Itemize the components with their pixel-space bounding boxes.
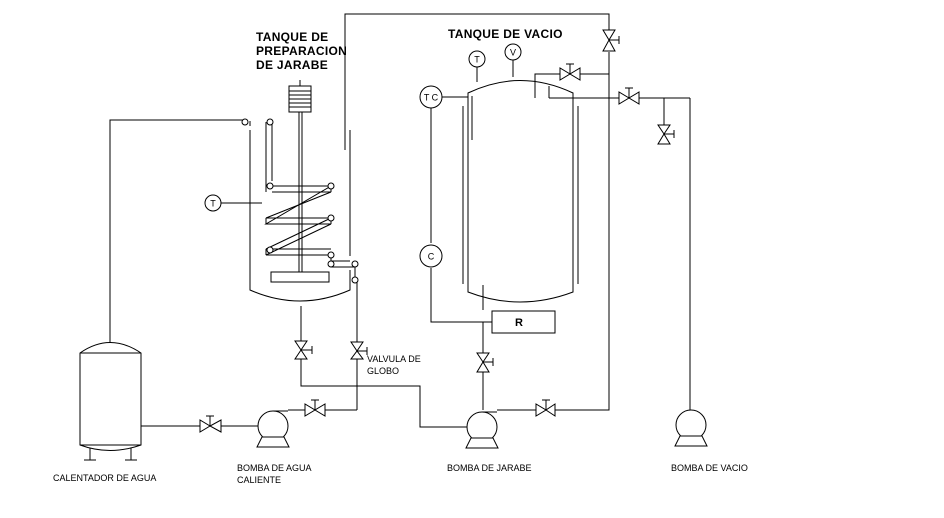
vacuum-tank-label: TANQUE DE VACIO bbox=[448, 27, 563, 41]
valve-vacuum-inlet bbox=[559, 63, 581, 81]
svg-text:R: R bbox=[515, 317, 523, 329]
agitator-impeller bbox=[270, 271, 330, 283]
syrup-pump bbox=[465, 411, 499, 449]
valve-prep-outlet bbox=[294, 340, 313, 360]
valve-vacuum-line bbox=[618, 87, 640, 105]
vacuum-gauge: V bbox=[504, 43, 522, 61]
valve-heater-outlet bbox=[199, 415, 222, 433]
temp-indicator-vacuum: T bbox=[468, 50, 486, 68]
svg-text:C: C bbox=[428, 252, 435, 262]
svg-text:T: T bbox=[210, 199, 216, 209]
recorder: R bbox=[491, 310, 556, 334]
valve-syrup-discharge bbox=[535, 399, 556, 417]
svg-text:V: V bbox=[510, 48, 516, 58]
water-heater bbox=[79, 342, 142, 461]
prep-tank-label-3: DE JARABE bbox=[256, 58, 328, 72]
valve-hot-water-line bbox=[304, 399, 326, 417]
valve-vacuum-outlet bbox=[476, 352, 494, 373]
piping bbox=[109, 13, 691, 428]
globe-valve-label-2: GLOBO bbox=[367, 366, 399, 376]
svg-text:T: T bbox=[474, 55, 480, 65]
globe-valve-label-1: VALVULA DE bbox=[367, 354, 421, 364]
svg-text:T C: T C bbox=[424, 93, 439, 103]
valve-vacuum-vent bbox=[657, 124, 675, 145]
hot-water-pump-label-1: BOMBA DE AGUA bbox=[237, 463, 312, 473]
hot-water-pump-label-2: CALIENTE bbox=[237, 475, 281, 485]
valve-return-line bbox=[602, 29, 620, 52]
prep-tank-label-2: PREPARACION bbox=[256, 44, 347, 58]
temp-controller: T C bbox=[419, 85, 443, 109]
vacuum-tank bbox=[462, 80, 579, 310]
hot-water-pump bbox=[256, 410, 290, 448]
syrup-pump-label: BOMBA DE JARABE bbox=[447, 463, 532, 473]
prep-tank bbox=[241, 80, 359, 302]
vacuum-pump-label: BOMBA DE VACIO bbox=[671, 463, 748, 473]
vacuum-pump bbox=[674, 409, 708, 447]
globe-valve bbox=[350, 341, 368, 360]
temp-indicator-prep: T bbox=[204, 194, 222, 212]
water-heater-label: CALENTADOR DE AGUA bbox=[53, 473, 156, 483]
prep-tank-label-1: TANQUE DE bbox=[256, 30, 328, 44]
controller: C bbox=[419, 244, 443, 268]
